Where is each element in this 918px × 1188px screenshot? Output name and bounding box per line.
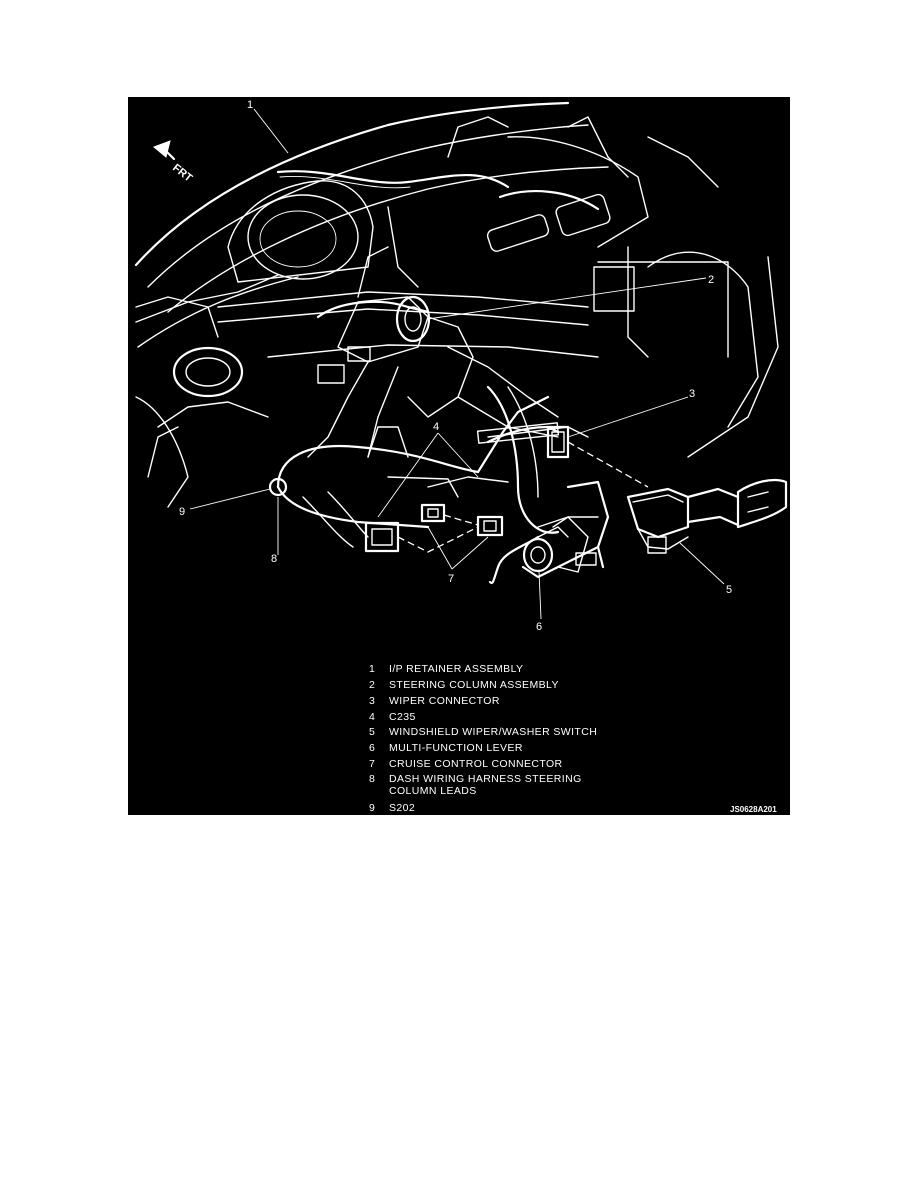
callout-leaders [189, 108, 725, 620]
front-direction-label: FRT [170, 162, 194, 185]
legend-num-7: 7 [369, 758, 375, 770]
callout-2: 2 [708, 274, 714, 286]
multi-function-lever [488, 480, 610, 585]
windshield-wiper-washer-switch [626, 478, 788, 554]
legend-text-8-cont: COLUMN LEADS [389, 785, 477, 797]
legend-text-9: S202 [389, 802, 415, 814]
legend-text-1: I/P RETAINER ASSEMBLY [389, 663, 523, 675]
front-arrow-icon [153, 140, 176, 161]
callout-6: 6 [536, 621, 542, 633]
legend-num-6: 6 [369, 742, 375, 754]
callout-9: 9 [179, 506, 185, 518]
callout-1: 1 [247, 99, 253, 111]
callout-8: 8 [271, 553, 277, 565]
callout-3: 3 [689, 388, 695, 400]
legend-text-8: DASH WIRING HARNESS STEERING [389, 773, 582, 785]
legend-text-4: C235 [389, 711, 416, 723]
callout-4: 4 [433, 421, 439, 433]
dash-wiring-harness [268, 385, 649, 553]
callout-7: 7 [448, 573, 454, 585]
legend-text-7: CRUISE CONTROL CONNECTOR [389, 758, 563, 770]
legend-num-1: 1 [369, 663, 375, 675]
ip-retainer-assembly [134, 101, 779, 508]
legend-num-2: 2 [369, 679, 375, 691]
wiring-diagram-figure: FRT [128, 97, 790, 815]
legend: 1 I/P RETAINER ASSEMBLY 2 STEERING COLUM… [369, 663, 597, 814]
legend-num-3: 3 [369, 695, 375, 707]
legend-text-2: STEERING COLUMN ASSEMBLY [389, 679, 559, 691]
legend-text-6: MULTI-FUNCTION LEVER [389, 742, 523, 754]
diagram-artwork: FRT [134, 99, 788, 814]
legend-num-8: 8 [369, 773, 375, 785]
legend-num-5: 5 [369, 726, 375, 738]
callout-5: 5 [726, 584, 732, 596]
legend-text-3: WIPER CONNECTOR [389, 695, 500, 707]
legend-text-5: WINDSHIELD WIPER/WASHER SWITCH [389, 726, 597, 738]
legend-num-4: 4 [369, 711, 375, 723]
image-code: JS0628A201 [730, 805, 777, 814]
legend-num-9: 9 [369, 802, 375, 814]
